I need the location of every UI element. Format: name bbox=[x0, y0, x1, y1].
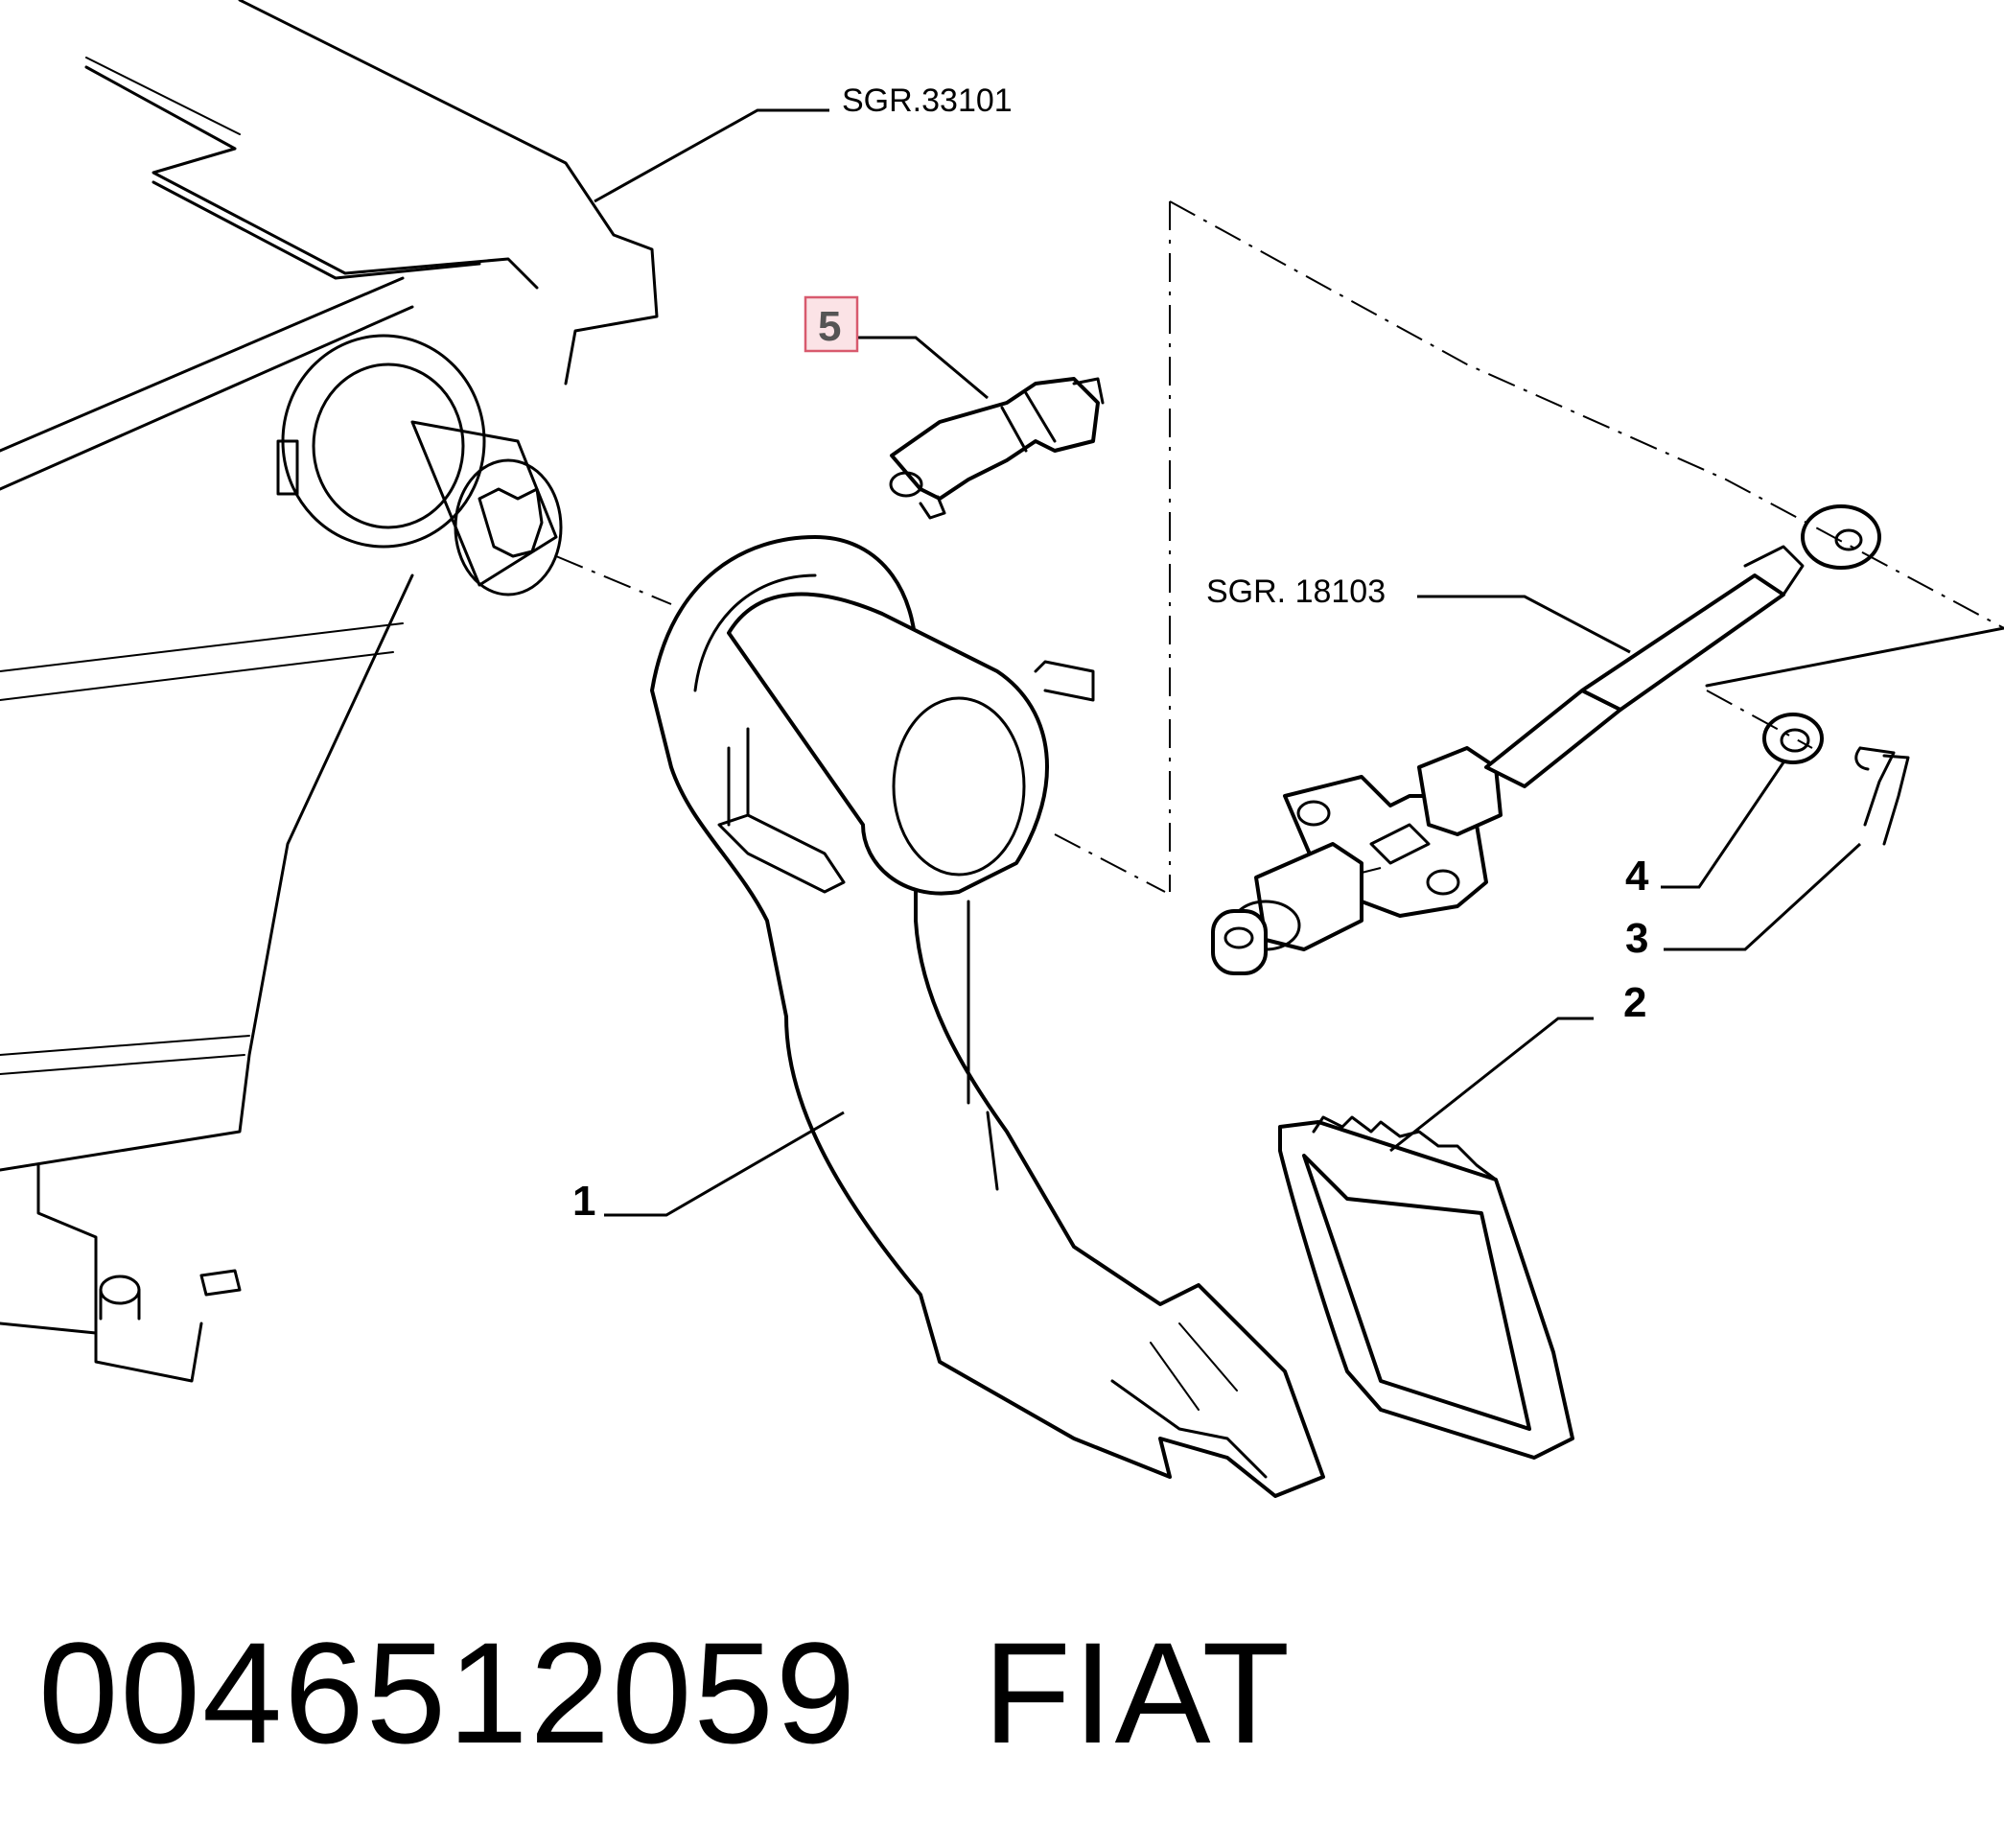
callout-5-highlight bbox=[804, 295, 859, 353]
part-number-caption: 0046512059 FIAT bbox=[38, 1621, 1292, 1765]
callout-2[interactable]: 2 bbox=[1623, 979, 1646, 1026]
switch bbox=[889, 377, 1105, 520]
split-pin bbox=[1854, 746, 1910, 846]
callout-3[interactable]: 3 bbox=[1625, 915, 1648, 962]
brand-name: FIAT bbox=[983, 1612, 1293, 1773]
washer bbox=[1762, 713, 1824, 764]
reference-sgr-33101: SGR.33101 bbox=[842, 82, 1013, 119]
pedal-bracket bbox=[0, 0, 659, 1383]
master-cylinder bbox=[1211, 504, 1881, 975]
pedal-pad bbox=[1278, 1115, 1574, 1460]
callout-1[interactable]: 1 bbox=[572, 1178, 595, 1225]
assembly-lines bbox=[555, 200, 2004, 893]
pedal bbox=[650, 535, 1325, 1498]
callout-5[interactable]: 5 bbox=[818, 303, 841, 350]
leader-lines bbox=[594, 108, 1862, 1217]
reference-sgr-18103: SGR. 18103 bbox=[1206, 573, 1386, 610]
part-number: 0046512059 bbox=[38, 1612, 858, 1773]
callout-4[interactable]: 4 bbox=[1625, 853, 1649, 900]
reference-bracket bbox=[1705, 626, 2004, 688]
